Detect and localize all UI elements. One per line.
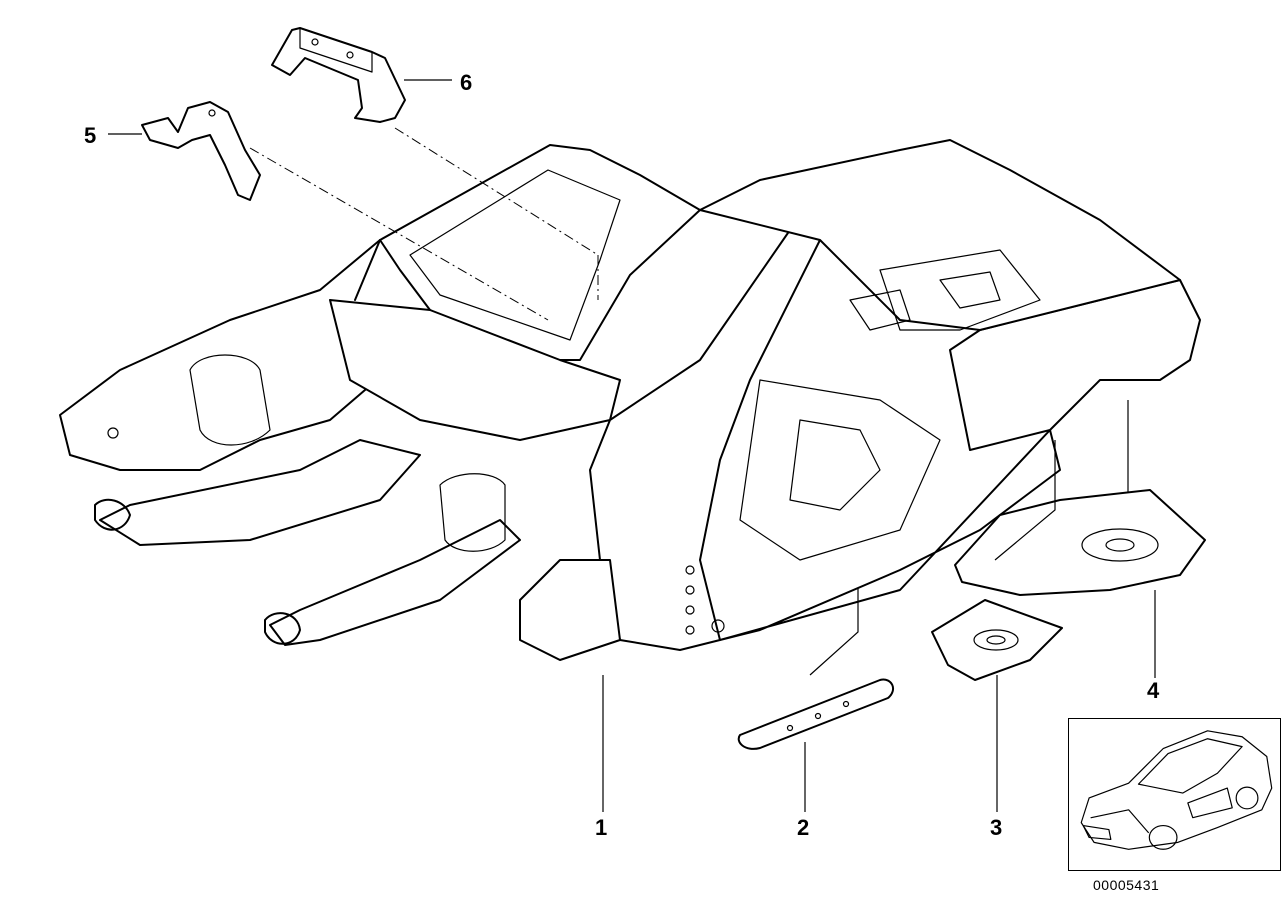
body-shell [59, 139, 1201, 661]
leader-lines [108, 79, 1156, 812]
part-6-bracket [271, 27, 406, 123]
assembly-lines [249, 127, 599, 321]
diagram-reference-number: 00005431 [1093, 877, 1160, 893]
part-5-bracket [141, 101, 261, 201]
callout-6: 6 [460, 70, 473, 95]
callout-5: 5 [84, 123, 97, 148]
car-thumbnail-icon [1080, 730, 1273, 850]
callout-4: 4 [1147, 678, 1160, 703]
callout-3: 3 [990, 815, 1003, 840]
part-3-plate [931, 599, 1063, 681]
vehicle-thumbnail-inset [1068, 718, 1281, 871]
part-2-plate [737, 678, 895, 750]
part-4-plate [954, 489, 1206, 596]
callout-1: 1 [595, 815, 608, 840]
callout-2: 2 [797, 815, 810, 840]
